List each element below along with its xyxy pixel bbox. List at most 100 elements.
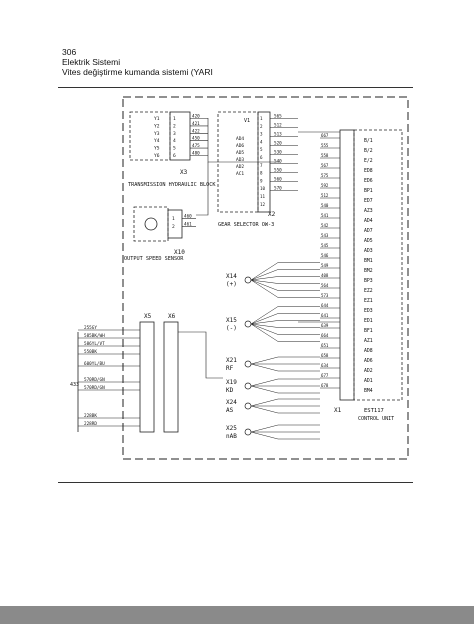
switch-fan-line — [250, 313, 279, 325]
switch-label: nAB — [226, 433, 237, 440]
ecu-signal: ED7 — [364, 198, 373, 204]
ecu-signal: AD7 — [364, 228, 373, 234]
transmission-block-label: TRANSMISSION HYDRAULIC BLOCK — [128, 182, 216, 188]
tb-side-label: Y2 — [154, 123, 160, 129]
ecu-signal: AD1 — [364, 378, 373, 384]
ecu-wire-label: 664 — [321, 333, 329, 338]
tb-side-label: Y1 — [154, 116, 160, 122]
switch-fan-line — [250, 262, 279, 281]
switch-fan-line — [250, 323, 279, 342]
tb-wire-label: 475 — [192, 143, 200, 149]
x5-label: X5 — [144, 313, 152, 320]
switch-fan-line — [250, 279, 279, 284]
switch-fan-line — [250, 323, 279, 335]
ecu-wire-label: 545 — [321, 243, 329, 248]
gs-wire-label: 512 — [274, 123, 282, 129]
tb-side-label: Y5 — [154, 146, 160, 152]
x2-label: X2 — [268, 211, 276, 218]
ecu-wire-label: 658 — [321, 353, 329, 358]
switch-fan-line — [250, 306, 279, 325]
section-title: Elektrik Sistemi — [62, 57, 121, 67]
ecu-signal: ED8 — [364, 168, 373, 174]
os-pin: 1 — [172, 216, 175, 222]
switch-fan-line — [250, 279, 279, 298]
tb-pin: 4 — [173, 138, 176, 144]
tb-wire-label: 421 — [192, 121, 200, 127]
tb-pin: 3 — [173, 131, 176, 137]
ecu-wire-label: 678 — [321, 383, 329, 388]
ecu-signal: BM4 — [364, 388, 373, 394]
ecu-wire-label: 573 — [321, 293, 329, 298]
ecu-wire-label: 634 — [321, 363, 329, 368]
gs-pin: 4 — [260, 139, 263, 144]
ecu-wire-label: 543 — [321, 233, 329, 238]
ecu-wire-label: 667 — [321, 133, 329, 138]
section-subtitle: Vites değiştirme kumanda sistemi (YARI — [62, 67, 213, 77]
gs-wire-label: 530 — [274, 150, 282, 156]
ecu-wire-label: 644 — [321, 303, 329, 308]
switch-fan-line — [250, 323, 279, 328]
ecu-wire-label: 651 — [321, 343, 329, 348]
ecu-signal: ED6 — [364, 178, 373, 184]
gs-pin: 10 — [260, 186, 266, 191]
gs-pin: 3 — [260, 132, 263, 137]
x5-wire-label: 228RD — [84, 421, 97, 427]
ecu-signal: BM2 — [364, 268, 373, 274]
ecu-signal: B/2 — [364, 148, 373, 154]
x5-wire-label: 228BK — [84, 413, 97, 419]
gs-signal: AD2 — [236, 164, 244, 170]
tb-pin: 2 — [173, 123, 176, 129]
tb-wire-label: 480 — [192, 151, 200, 157]
gs-pin: 11 — [260, 194, 266, 199]
switch-fan-line — [250, 385, 279, 394]
ecu-wire-label: 549 — [321, 263, 329, 268]
gs-pin: 7 — [260, 163, 263, 168]
gs-signal: AC1 — [236, 171, 244, 177]
gs-pin: 1 — [260, 116, 263, 121]
output-sensor-label: OUTPUT SPEED SENSOR — [124, 256, 184, 262]
switch-contact — [244, 276, 252, 284]
tb-wire-label: 450 — [192, 136, 200, 142]
gs-signal: AD3 — [236, 157, 244, 163]
switch-contact — [244, 402, 252, 410]
x3-label: X3 — [180, 169, 188, 176]
switch-contact — [244, 360, 252, 368]
x1-label: X1 — [334, 407, 342, 414]
gs-wire-label: 560 — [274, 177, 282, 183]
x5-wire-label: 600YL/BU — [84, 361, 105, 367]
tb-pin: 6 — [173, 153, 176, 159]
gs-pin: 5 — [260, 147, 263, 152]
gear-selector-id: V1 — [244, 118, 250, 124]
switch-fan-line — [250, 424, 279, 433]
ecu-signal: ED3 — [364, 308, 373, 314]
gs-wire-label: 540 — [274, 159, 282, 165]
gs-wire-label: 520 — [274, 141, 282, 147]
ecu-signal: AD3 — [364, 248, 373, 254]
ecu-signal: E/2 — [364, 158, 373, 164]
gs-pin: 12 — [260, 202, 266, 207]
ecu-wire-label: 408 — [321, 273, 329, 278]
ecu-signal: AD6 — [364, 358, 373, 364]
gs-signal: AD4 — [236, 136, 244, 142]
ecu-signal: B/1 — [364, 138, 373, 144]
ecu-wire-label: 575 — [321, 173, 329, 178]
ecu-wire-label: 546 — [321, 253, 329, 258]
bottom-rule — [58, 482, 413, 483]
gs-wire-label: 565 — [274, 114, 282, 120]
ecu-signal: AD2 — [364, 368, 373, 374]
switch-fan-line — [250, 398, 279, 407]
ecu-sublabel: CONTROL UNIT — [358, 416, 394, 422]
x5-wire-label: 550BK — [84, 349, 97, 355]
os-pin: 2 — [172, 224, 175, 230]
ecu-signal: BP1 — [364, 188, 373, 194]
tb-side-label: Y6 — [154, 153, 160, 159]
ecu-signal: BM1 — [364, 258, 373, 264]
footer-bar — [0, 606, 474, 624]
switch-contact — [244, 320, 252, 328]
tb-side-label: Y3 — [154, 131, 160, 137]
